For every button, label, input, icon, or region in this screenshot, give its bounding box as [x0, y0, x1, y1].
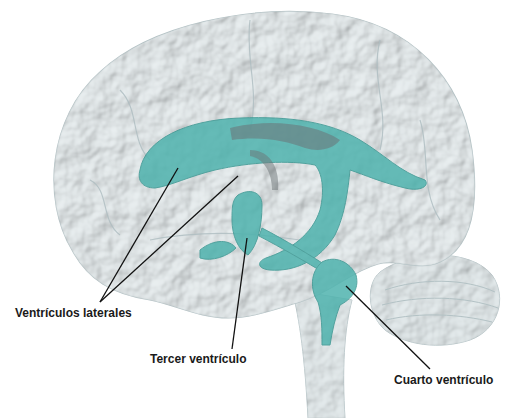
cerebrum-texture — [54, 12, 475, 318]
corpus-callosum-shadow — [230, 123, 340, 150]
ventricles — [139, 118, 426, 345]
leader-line — [100, 168, 178, 302]
structure-label: Ventrículos laterales — [15, 306, 132, 321]
cerebellum — [370, 255, 499, 345]
leader-lines — [100, 168, 430, 369]
leader-line — [100, 176, 238, 302]
cerebellum-folia — [382, 281, 498, 322]
leader-line — [232, 238, 247, 349]
anterior-horn — [200, 242, 236, 260]
fourth-ventricle — [312, 259, 356, 345]
structure-label: Tercer ventrículo — [150, 352, 246, 367]
structure-label: Cuarto ventrículo — [394, 373, 493, 388]
fornix-shadow — [250, 150, 278, 190]
third-ventricle — [232, 192, 262, 255]
sulci — [90, 20, 440, 240]
cerebellum-texture — [370, 255, 499, 345]
cerebrum — [54, 12, 475, 318]
leader-line — [346, 286, 430, 369]
